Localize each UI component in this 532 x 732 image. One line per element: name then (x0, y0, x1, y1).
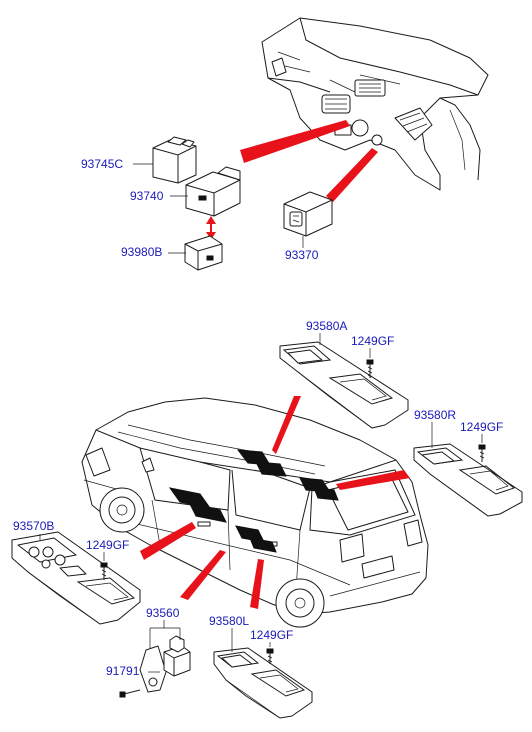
label-91791: 91791 (106, 664, 140, 678)
trim-93580l (213, 647, 313, 719)
dashboard-illustration (261, 17, 489, 191)
leader-93560 (149, 620, 181, 648)
pointer-wedge-right (336, 470, 410, 490)
label-93580r: 93580R (414, 408, 457, 422)
label-93745c: 93745C (81, 157, 124, 171)
label-1249gf-a: 1249GF (351, 334, 395, 348)
double-arrow (206, 216, 216, 240)
switch-93745c (152, 136, 197, 184)
car-illustration (81, 397, 429, 628)
pointer-wedge-left-front (140, 522, 196, 560)
label-1249gf-l: 1249GF (250, 628, 294, 642)
label-1249gf-r: 1249GF (460, 420, 504, 434)
label-93580a: 93580A (306, 319, 348, 333)
switch-93980b (184, 235, 223, 271)
switch-93560 (139, 635, 191, 693)
label-93980b: 93980B (121, 245, 163, 259)
label-1249gf-b: 1249GF (86, 538, 130, 552)
pointer-wedge-rear-door (250, 559, 264, 609)
clip-91791 (119, 689, 141, 698)
screw-1249gf-l (266, 648, 274, 664)
label-93740: 93740 (130, 189, 164, 203)
label-93560: 93560 (146, 606, 180, 620)
trim-93580a (279, 341, 409, 429)
switch-93740 (185, 166, 241, 217)
pointer-wedge-top-center (272, 396, 301, 454)
switch-93370 (283, 191, 333, 237)
trim-93570b (11, 531, 141, 625)
pointer-wedge-dash-right (326, 148, 378, 202)
label-93580l: 93580L (209, 614, 250, 628)
pointer-wedge-dash-left (240, 120, 350, 163)
pointer-wedge-left-rear (180, 550, 226, 600)
trim-93580r (413, 443, 523, 517)
screw-1249gf-r (478, 444, 486, 462)
label-93570b: 93570B (13, 519, 55, 533)
label-93370: 93370 (285, 248, 319, 262)
screw-1249gf-b (100, 562, 108, 580)
screw-1249gf-a (366, 359, 374, 378)
